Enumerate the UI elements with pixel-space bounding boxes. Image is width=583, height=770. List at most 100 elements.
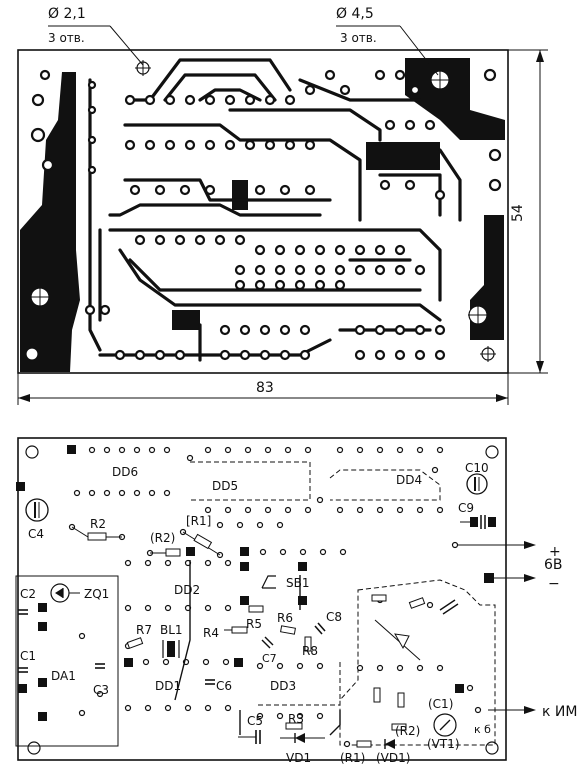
resistor-r4: R4 [203,626,248,640]
callout-count-large: 3 отв. [340,31,377,45]
label-r6: R6 [277,611,293,625]
resistor-r8: R8 [302,636,318,658]
label-zq1: BL1 [160,623,183,637]
label-c2: C2 [20,587,36,601]
label-dd3: DD3 [270,679,296,693]
ground-fill-top-right [405,58,505,140]
label-c1: C1 [20,649,36,663]
label-plus: + [549,544,561,560]
switch-sb1: SB1 [240,562,309,605]
capacitor-c7: C7 [261,636,277,665]
label-dd4: DD4 [396,473,422,487]
label-r4: R4 [203,626,219,640]
dimension-width: 83 [17,373,509,405]
label-c10: C10 [465,461,489,475]
chip-dd1: DD1 [124,658,243,712]
label-r1-bottom: (R1) [340,751,365,765]
label-vd1-alt: (VD1) [376,751,410,765]
capacitor-c9: C9 [458,501,496,529]
label-c5: C5 [247,714,263,728]
label-c1-alt: (C1) [428,697,453,711]
chip-da1: DA1 [15,575,119,747]
resistor-r1-alt: [R1] [179,514,224,559]
label-vd1: VD1 [286,751,311,765]
label-output: к ИМ [542,704,577,720]
label-c3: C3 [93,683,109,697]
resistor-r5: R5 [246,605,264,631]
pad-row-1 [124,68,497,106]
ground-fill-bottom [172,310,200,330]
crystal-zq1: BL1 [160,623,183,658]
capacitor-c3: C3 [93,663,109,697]
resistor-r6: R6 [277,611,296,635]
pad-row-6 [84,304,446,361]
label-dd1: DD1 [155,679,181,693]
label-da1: DA1 [51,669,76,683]
capacitor-c10: C10 [465,461,489,495]
copper-layout: Ø 2,1 3 отв. Ø 4,5 3 отв. 54 83 [17,6,548,405]
diode-vd1: VD1 [280,733,325,765]
label-r2-right: (R2) [395,724,420,738]
label-r2-alt: (R2) [150,531,175,545]
label-dd2: DD2 [174,583,200,597]
label-transistor-pins: к б [474,723,491,736]
pad-row-2 [124,119,502,162]
pad-row-4 [134,234,406,256]
label-c7: C7 [262,652,277,665]
capacitor-c5: C5 [238,714,263,744]
label-r2: R2 [90,517,106,531]
label-dd6: DD6 [112,465,138,479]
callout-diameter-large: Ø 4,5 [336,6,374,22]
resistor-r2: R2 [68,517,126,541]
ground-fill-mid-right [366,142,440,170]
label-r8: R8 [302,644,318,658]
parts-r1-vd1-alt: (R1) (VD1) [340,739,410,765]
pad-row-3 [129,178,502,201]
label-minus: − [548,576,560,592]
label-c4: C4 [28,527,44,541]
power-input: + 6В − [451,541,563,592]
label-sb1: SB1 [286,576,309,590]
ground-fill-center [232,180,248,210]
board-outline-bottom [17,437,507,761]
label-bl1: ZQ1 [84,587,109,601]
label-r1-alt: [R1] [186,514,211,528]
chip-dd4: DD4 [316,446,444,514]
label-c6: C6 [216,679,232,693]
dimension-width-label: 83 [256,380,274,396]
label-r5: R5 [246,617,262,631]
capacitor-c6: C6 [205,679,232,693]
resistor-r3: R3 [285,712,304,730]
dimension-height: 54 [508,49,548,374]
label-power: 6В [544,557,563,573]
chip-dd2: DD2 [124,547,347,612]
label-r3: R3 [288,712,304,726]
resistor-r2-alt: (R2) [146,531,195,557]
output-module [339,579,496,746]
label-c8: C8 [326,610,342,624]
label-r7: R7 [136,623,152,637]
label-dd5: DD5 [212,479,238,493]
label-vt1: (VT1) [427,737,460,751]
label-c9: C9 [458,501,474,515]
transistor-vt1: (C1) (VT1) к б к ИМ [427,697,577,751]
capacitor-c8: C8 [314,610,342,635]
dimension-height-label: 54 [510,204,526,222]
capacitor-c1: C1 [18,649,36,673]
resistor-r2-right: (R2) [391,723,420,738]
callout-diameter-small: Ø 2,1 [48,6,86,22]
pad-row-5 [234,264,426,291]
resistor-r7: R7 [124,623,152,650]
pad-column-left [30,69,97,175]
component-layout: DD6 DD5 DD4 [15,437,577,765]
chip-dd5: DD5 [186,446,312,529]
chip-dd6: DD6 [67,445,171,497]
hole-callout-small: Ø 2,1 3 отв. [48,6,144,66]
mounting-holes-top [25,60,496,362]
callout-count-small: 3 отв. [48,31,85,45]
capacitor-c4: C4 [25,498,49,541]
buzzer-bl1: ZQ1 [50,583,109,603]
hole-callout-large: Ø 4,5 3 отв. [336,6,439,76]
